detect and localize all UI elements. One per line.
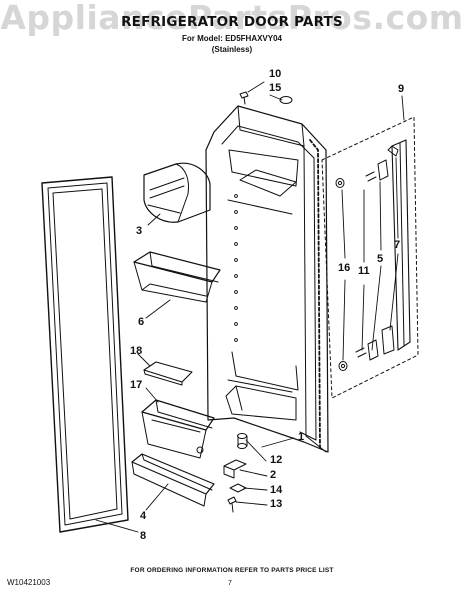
handle-stud-lower	[338, 361, 348, 371]
leader-lines	[95, 81, 405, 533]
callout-3: 3	[136, 225, 143, 237]
callout-5: 5	[377, 253, 384, 265]
callout-16: 16	[338, 262, 351, 274]
page-number: 7	[228, 580, 232, 587]
door-gasket	[41, 176, 129, 533]
hinge-cam	[223, 459, 247, 479]
callout-18: 18	[130, 345, 143, 357]
handle-group-outline	[321, 116, 419, 399]
door-bin-upper	[133, 251, 221, 303]
callout-12: 12	[270, 454, 283, 466]
callout-4: 4	[140, 510, 147, 522]
door-handle	[381, 139, 411, 355]
door-plug	[279, 96, 293, 104]
door-shelf-small	[143, 361, 193, 386]
handle-mount-lower	[355, 339, 379, 361]
callout-14: 14	[270, 484, 283, 496]
callout-6: 6	[138, 316, 145, 328]
model-line: For Model: ED5FHAXVY04	[181, 34, 282, 43]
callout-2: 2	[270, 469, 277, 481]
dairy-door	[143, 162, 211, 223]
callout-11: 11	[358, 265, 370, 277]
document-id: W10421003	[7, 578, 51, 587]
callout-15: 15	[269, 82, 282, 94]
door-bin-bottom	[131, 453, 215, 507]
callout-9: 9	[398, 83, 405, 95]
door-bin-lower	[141, 399, 215, 459]
handle-stud-upper	[335, 178, 345, 188]
callout-13: 13	[270, 498, 283, 510]
door-liner	[205, 105, 329, 453]
hinge-bushing	[237, 433, 248, 449]
ordering-note: FOR ORDERING INFORMATION REFER TO PARTS …	[130, 567, 334, 574]
hinge-screw	[227, 496, 237, 513]
callout-8: 8	[140, 530, 147, 542]
door-screw	[239, 91, 249, 105]
finish-line: (Stainless)	[211, 45, 253, 54]
callout-17: 17	[130, 379, 143, 391]
watermark: AppliancePartsPros.com	[0, 0, 464, 37]
handle-mount-upper	[365, 159, 389, 182]
callout-1: 1	[298, 431, 305, 443]
page-title: REFRIGERATOR DOOR PARTS	[121, 14, 343, 30]
callout-10: 10	[269, 68, 282, 80]
callout-7: 7	[394, 239, 401, 251]
